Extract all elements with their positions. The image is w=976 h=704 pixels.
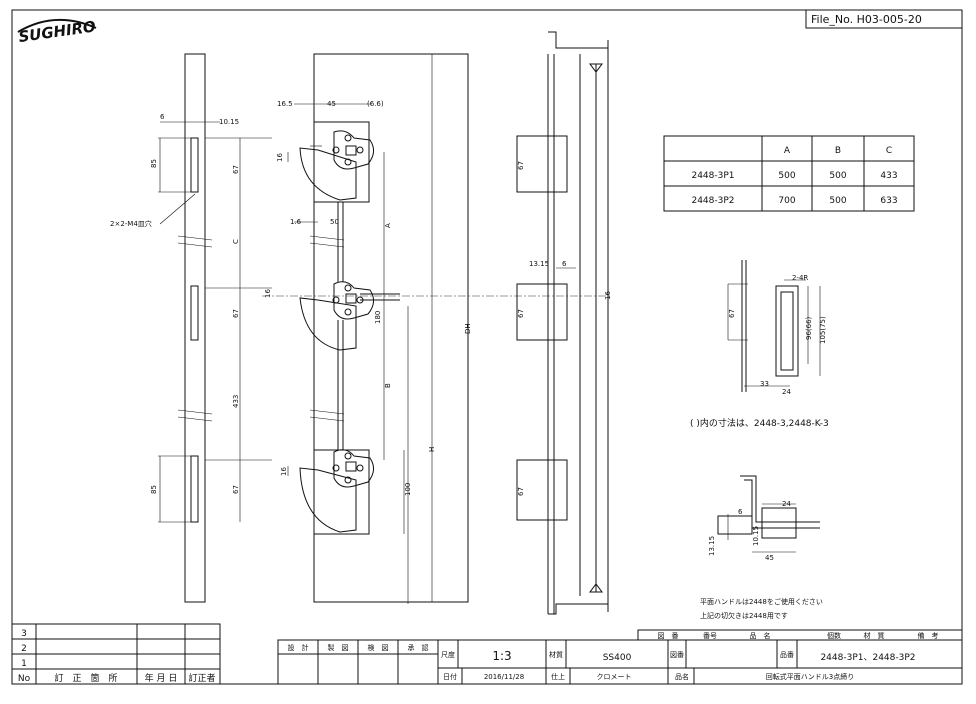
hole-note: 2×2-M4皿穴 (110, 219, 152, 228)
revision-row-no: 3 (21, 629, 27, 639)
table-cell: 500 (829, 196, 846, 206)
left-strip-view (158, 53, 272, 603)
dim-50: 50 (330, 218, 339, 226)
dim-45-plan: 45 (765, 554, 774, 562)
logo-text: SUGHIRO (17, 17, 97, 46)
center-plate-view (287, 53, 469, 604)
dim-16-lower: 16 (280, 467, 288, 476)
dim-16-right: 16 (604, 291, 612, 300)
dim-67-top: 67 (232, 165, 240, 174)
finish-label: 仕上 (551, 672, 565, 681)
dim-24: 24 (782, 388, 791, 396)
dim-13-15: 13.15 (529, 260, 549, 268)
dim-16-5: 16.5 (277, 100, 293, 108)
parts-list-header: 個数 (827, 631, 841, 640)
role-label: 設 計 (288, 643, 309, 652)
table-header-2: B (835, 146, 841, 156)
revision-header: 年 月 日 (145, 672, 178, 684)
parts-list-header: 図 番 (658, 632, 679, 640)
dim-105: 105(75) (819, 316, 827, 344)
table-cell: 500 (829, 171, 846, 181)
note-handle: 平面ハンドルは2448をご使用ください (700, 597, 823, 606)
slot-detail-view (727, 260, 821, 392)
dim-6-plan: 6 (738, 508, 743, 516)
dim-433: 433 (232, 395, 240, 408)
role-label: 承 認 (408, 643, 429, 652)
paren-note: ( )内の寸法は、2448-3,2448-K-3 (690, 417, 829, 429)
table-cell: 433 (880, 171, 897, 181)
revision-header: 訂正者 (188, 672, 215, 684)
parts-list-header: 番号 (703, 632, 717, 640)
scale-value: 1:3 (492, 649, 511, 663)
dim-6: 6 (160, 113, 165, 121)
part-no-label: 品番 (780, 651, 794, 659)
table-cell: 700 (778, 196, 795, 206)
dim-dh: DH (464, 323, 472, 334)
file-no: File_No. H03-005-20 (811, 13, 922, 26)
revision-header: 訂 正 箇 所 (54, 672, 117, 684)
suehiro-logo: SUGHIRO (17, 17, 97, 46)
dim-6-right: 6 (562, 260, 567, 268)
material-value: SS400 (603, 653, 632, 663)
part-no-value: 2448-3P1、2448-3P2 (820, 653, 915, 663)
dim-a: A (384, 223, 392, 228)
revision-header: No (18, 674, 31, 684)
table-cell: 2448-3P1 (691, 171, 734, 181)
dim-24-plan: 24 (782, 500, 791, 508)
part-name-label: 品名 (675, 672, 689, 681)
table-cell: 500 (778, 171, 795, 181)
table-cell: 633 (880, 196, 897, 206)
dim-96: 96(66) (805, 316, 813, 340)
dim-6-6: (6.6) (367, 100, 384, 108)
dim-67-right-bottom: 67 (517, 487, 525, 496)
note-cutout: 上記の切欠きは2448用です (700, 611, 788, 620)
dim-c: C (232, 239, 240, 244)
dim-180: 180 (374, 311, 382, 324)
right-strip-view (516, 31, 609, 615)
title-block: 設 計 製 図 検 図 承 認尺度 1:3 日付 2016/11/28 材質 SS400 仕上 クロ… (277, 629, 963, 685)
part-name-value: 回転式平面ハンドル3点締り (766, 672, 854, 681)
parts-list-header: 品 名 (750, 631, 771, 640)
revision-block: 3 2 1No 訂 正 箇 所 年 月 日訂正者 (11, 623, 221, 685)
finish-value: クロメート (597, 673, 632, 681)
dim-67-right-mid: 67 (517, 309, 525, 318)
dim-85-bottom: 85 (150, 485, 158, 494)
dimension-table: A B C 2448-3P1 500 500 433 2448-3P2 700 500 633 (663, 135, 915, 212)
table-cell: 2448-3P2 (691, 196, 734, 206)
dim-1-6: 1.6 (290, 218, 302, 226)
table-header-1: A (784, 146, 791, 156)
dim-67-mid: 67 (232, 309, 240, 318)
dim-13-15-plan: 13.15 (708, 536, 716, 556)
dim-b: B (384, 383, 392, 388)
dim-45: 45 (327, 100, 336, 108)
scale-label: 尺度 (441, 650, 455, 659)
file-no-box (805, 9, 963, 29)
dim-2-4r: 2-4R (792, 274, 808, 282)
dim-h: H (428, 447, 436, 452)
date-label: 日付 (443, 672, 457, 681)
dim-67-bottom: 67 (232, 485, 240, 494)
material-label: 材質 (549, 650, 563, 659)
drawing-no-label: 図番 (670, 651, 684, 659)
dim-33: 33 (760, 380, 769, 388)
plan-detail-view (717, 475, 820, 553)
dim-100: 100 (404, 483, 412, 496)
dim-10-15-plan: 10.15 (752, 526, 760, 546)
role-label: 製 図 (328, 643, 349, 652)
dim-16-upper: 16 (276, 153, 284, 162)
dim-67-detail: 67 (728, 309, 736, 318)
parts-list-header: 材 質 (864, 631, 885, 640)
dim-85-top: 85 (150, 159, 158, 168)
revision-row-no: 2 (21, 644, 27, 654)
dim-10-15: 10.15 (219, 118, 239, 126)
dim-67-right-top: 67 (517, 161, 525, 170)
drawing-frame (11, 9, 963, 685)
date-value: 2016/11/28 (484, 673, 524, 681)
role-label: 検 図 (368, 643, 389, 652)
parts-list-header: 備 考 (918, 631, 939, 640)
dim-16-left: 16 (264, 289, 272, 298)
revision-row-no: 1 (21, 659, 27, 669)
table-header-3: C (886, 146, 892, 156)
